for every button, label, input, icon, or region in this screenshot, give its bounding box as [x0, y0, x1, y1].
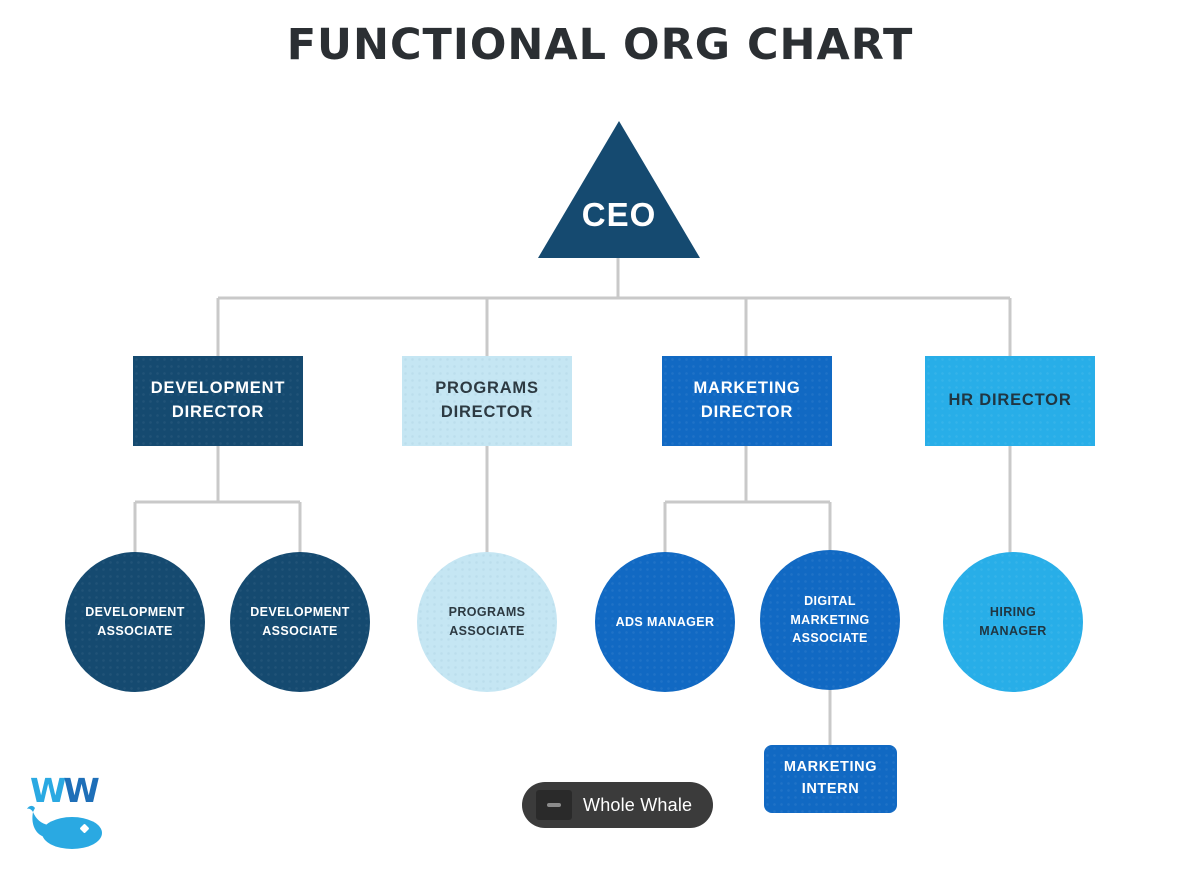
marketing-intern-label: MARKETING INTERN — [783, 759, 878, 797]
node-programs-director: PROGRAMS DIRECTOR — [402, 356, 572, 446]
development-associate-2-label: DEVELOPMENT ASSOCIATE — [250, 605, 350, 638]
node-ceo: CEO — [538, 121, 700, 258]
ceo-triangle-shape — [538, 121, 700, 258]
marketing-director-label: MARKETING DIRECTOR — [693, 379, 801, 421]
logo-letter-w1: W — [30, 771, 66, 810]
logo-letter-w2: W — [63, 771, 99, 810]
logo-letters: WW — [30, 771, 100, 810]
whole-whale-badge: Whole Whale — [522, 782, 713, 828]
whole-whale-logo: WW — [24, 774, 114, 850]
node-ads-manager: ADS MANAGER — [595, 552, 735, 692]
node-marketing-intern: MARKETING INTERN — [764, 745, 897, 813]
digital-marketing-associate-label: DIGITAL MARKETING ASSOCIATE — [790, 593, 870, 646]
whale-icon — [27, 805, 102, 849]
node-hiring-manager: HIRING MANAGER — [943, 552, 1083, 692]
node-development-associate-1: DEVELOPMENT ASSOCIATE — [65, 552, 205, 692]
ads-manager-label: ADS MANAGER — [615, 614, 715, 629]
page-title: FUNCTIONAL ORG CHART — [286, 20, 914, 70]
node-digital-marketing-associate: DIGITAL MARKETING ASSOCIATE — [760, 550, 900, 690]
node-development-director: DEVELOPMENT DIRECTOR — [133, 356, 303, 446]
node-hr-director: HR DIRECTOR — [925, 356, 1095, 446]
whole-whale-badge-icon — [536, 790, 572, 820]
development-associate-1-label: DEVELOPMENT ASSOCIATE — [85, 605, 185, 638]
node-development-associate-2: DEVELOPMENT ASSOCIATE — [230, 552, 370, 692]
hr-director-label: HR DIRECTOR — [948, 391, 1072, 410]
whole-whale-badge-label: Whole Whale — [583, 794, 693, 815]
node-marketing-director: MARKETING DIRECTOR — [662, 356, 832, 446]
node-programs-associate: PROGRAMS ASSOCIATE — [417, 552, 557, 692]
programs-director-label: PROGRAMS DIRECTOR — [435, 379, 539, 421]
ceo-label: CEO — [581, 196, 657, 233]
hiring-manager-label: HIRING MANAGER — [979, 605, 1047, 638]
programs-associate-label: PROGRAMS ASSOCIATE — [448, 605, 526, 638]
development-director-label: DEVELOPMENT DIRECTOR — [150, 379, 286, 421]
